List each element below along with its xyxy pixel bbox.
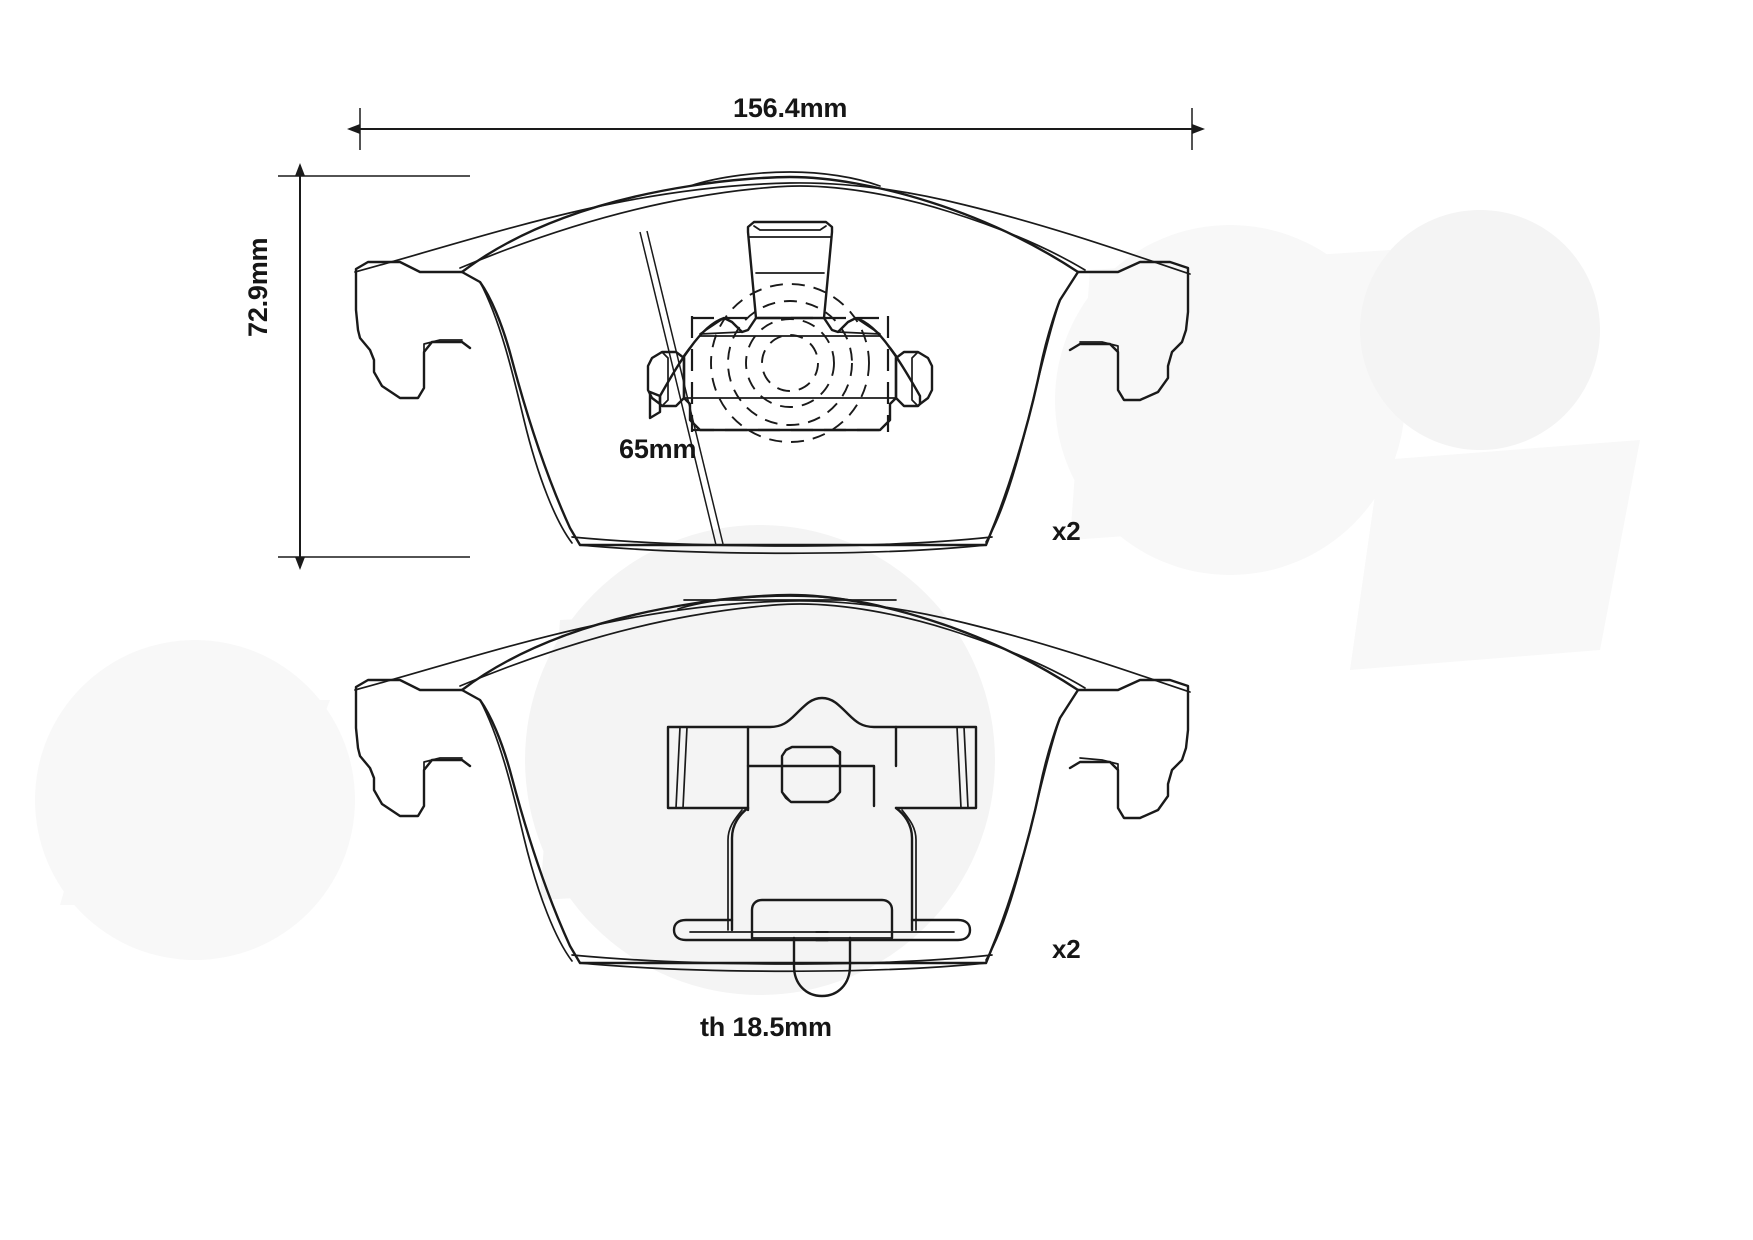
width-dimension — [347, 108, 1205, 150]
thickness-dimension-label: th 18.5mm — [700, 1012, 832, 1042]
height-dimension-label: 72.9mm — [243, 237, 273, 337]
wear-sensor-boss — [646, 220, 934, 443]
lower-pad-quantity-label: x2 — [1052, 934, 1081, 964]
upper-pad-quantity-label: x2 — [1052, 516, 1081, 546]
background-watermark — [35, 210, 1640, 995]
height-dimension — [278, 163, 470, 570]
chord-dimension-leader — [639, 230, 724, 546]
chord-dimension-label: 65mm — [619, 434, 697, 464]
hidden-outline — [690, 316, 890, 432]
concentric-rings — [710, 283, 870, 443]
width-dimension-label: 156.4mm — [733, 93, 848, 123]
upper-brake-pad — [354, 171, 1191, 555]
lower-brake-pad — [354, 593, 1191, 998]
spring-clip — [666, 696, 978, 998]
